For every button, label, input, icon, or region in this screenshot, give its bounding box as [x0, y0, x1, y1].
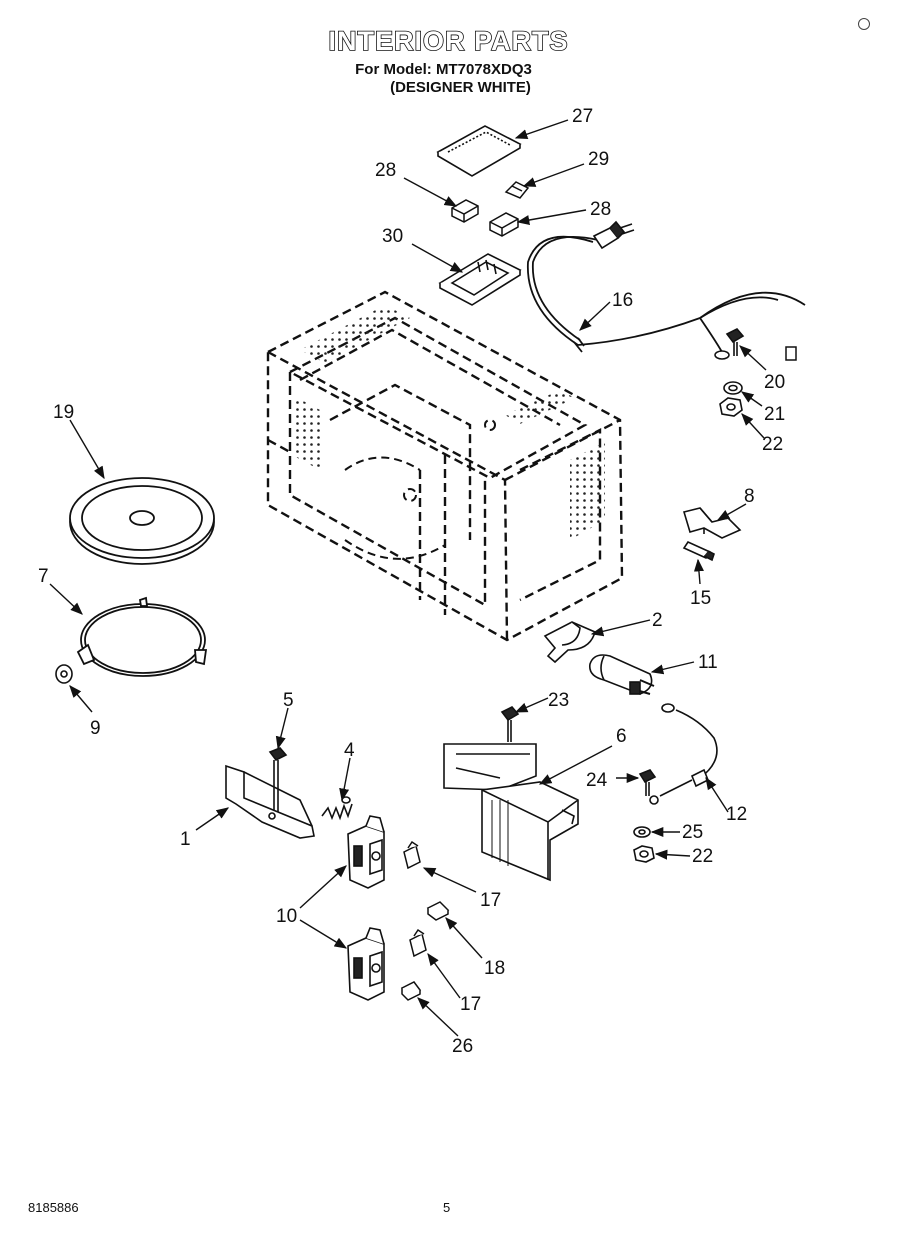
callout-22-bottom: 22: [692, 846, 713, 867]
ground-terminal-left: [714, 350, 730, 360]
callout-27: 27: [572, 106, 593, 127]
part-16-power-cord: [527, 235, 806, 353]
part-28-switch-left: [451, 199, 479, 223]
part-11-capacitor: [588, 654, 655, 695]
part-22-nut-top: [719, 397, 743, 417]
callout-8: 8: [744, 486, 755, 507]
part-29-clip: [504, 181, 530, 199]
part-10-switch-holder-upper: [347, 815, 385, 889]
callout-12: 12: [726, 804, 747, 825]
page-number: 5: [443, 1200, 451, 1215]
callout-11: 11: [698, 652, 718, 673]
part-19-glass-turntable: [69, 477, 215, 565]
part-20-screw: [725, 328, 745, 356]
part-2-bracket: [543, 621, 596, 664]
part-21-washer: [723, 381, 743, 395]
callout-18: 18: [484, 958, 505, 979]
part-1-door-latch-lever: [225, 764, 315, 839]
document-number: 8185886: [28, 1200, 79, 1215]
part-25-washer: [633, 826, 651, 838]
callout-7: 7: [38, 566, 49, 587]
callout-2: 2: [652, 610, 663, 631]
part-7-roller-ring: [76, 596, 208, 677]
part-26-switch: [400, 981, 422, 1001]
part-18-switch: [426, 901, 450, 921]
cavity-inner-arcs: [344, 419, 496, 560]
part-30-control-board: [438, 253, 522, 306]
part-5-screw: [268, 747, 288, 818]
callout-17-lower: 17: [460, 994, 481, 1015]
callout-28-left: 28: [375, 160, 396, 181]
callout-22-top: 22: [762, 434, 783, 455]
model-line: For Model: MT7078XDQ3: [355, 61, 532, 78]
part-12-diode: [649, 703, 718, 805]
callout-23: 23: [548, 690, 569, 711]
callout-25: 25: [682, 822, 703, 843]
cavity-vent-holes: [292, 305, 605, 540]
callout-19: 19: [53, 402, 74, 423]
callout-4: 4: [344, 740, 355, 761]
callout-6: 6: [616, 726, 627, 747]
part-24-screw: [638, 769, 657, 796]
callout-28-right: 28: [590, 199, 611, 220]
leader-arrows: [49, 119, 767, 1037]
corner-punch-mark: [858, 18, 870, 30]
power-plug-icon: [592, 220, 635, 250]
oven-cavity-outline: [266, 290, 624, 642]
part-15-fuse: [682, 540, 715, 562]
part-4-spring: [321, 796, 353, 821]
color-line: (DESIGNER WHITE): [390, 79, 531, 96]
callout-9: 9: [90, 718, 101, 739]
callout-29: 29: [588, 149, 609, 170]
callout-10: 10: [276, 906, 297, 927]
callout-20: 20: [764, 372, 785, 393]
part-17-switch-lower: [409, 928, 427, 958]
callout-15: 15: [690, 588, 711, 609]
callout-21: 21: [764, 404, 785, 425]
callout-5: 5: [283, 690, 294, 711]
page-title: INTERIOR PARTS: [328, 25, 569, 57]
part-22-nut-bottom: [633, 845, 655, 863]
part-6-transformer-cover: [443, 743, 579, 882]
part-17-switch-upper: [403, 840, 421, 870]
part-27-cover-plate: [436, 125, 522, 177]
callout-24: 24: [586, 770, 608, 791]
callout-30: 30: [382, 226, 403, 247]
ground-terminal-right: [785, 346, 797, 361]
callout-1: 1: [180, 829, 191, 850]
part-10-switch-holder-lower: [347, 927, 385, 1001]
part-8-fuse-holder: [682, 507, 742, 539]
callout-17-upper: 17: [480, 890, 501, 911]
callout-16: 16: [612, 290, 633, 311]
part-9-coupler: [55, 664, 73, 684]
callout-26: 26: [452, 1036, 473, 1057]
part-23-screw: [500, 706, 520, 742]
part-28-switch-right: [489, 212, 519, 237]
